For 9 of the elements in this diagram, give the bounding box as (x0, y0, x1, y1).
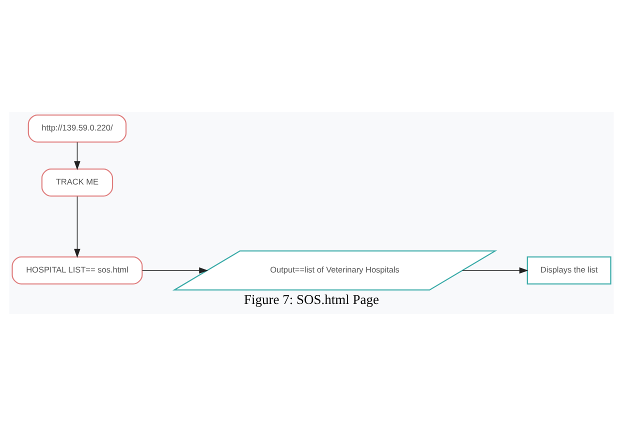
node-box: HOSPITAL LIST== sos.html (12, 256, 143, 284)
arrow (74, 196, 80, 258)
arrow (74, 141, 80, 170)
node-box: TRACK ME (41, 168, 114, 196)
node-box: Displays the list (526, 256, 612, 284)
caption: Figure 7: SOS.html Page (244, 291, 380, 306)
node-box: http://139.59.0.220/ (28, 114, 127, 142)
arrow (142, 266, 208, 274)
arrow (462, 266, 528, 274)
